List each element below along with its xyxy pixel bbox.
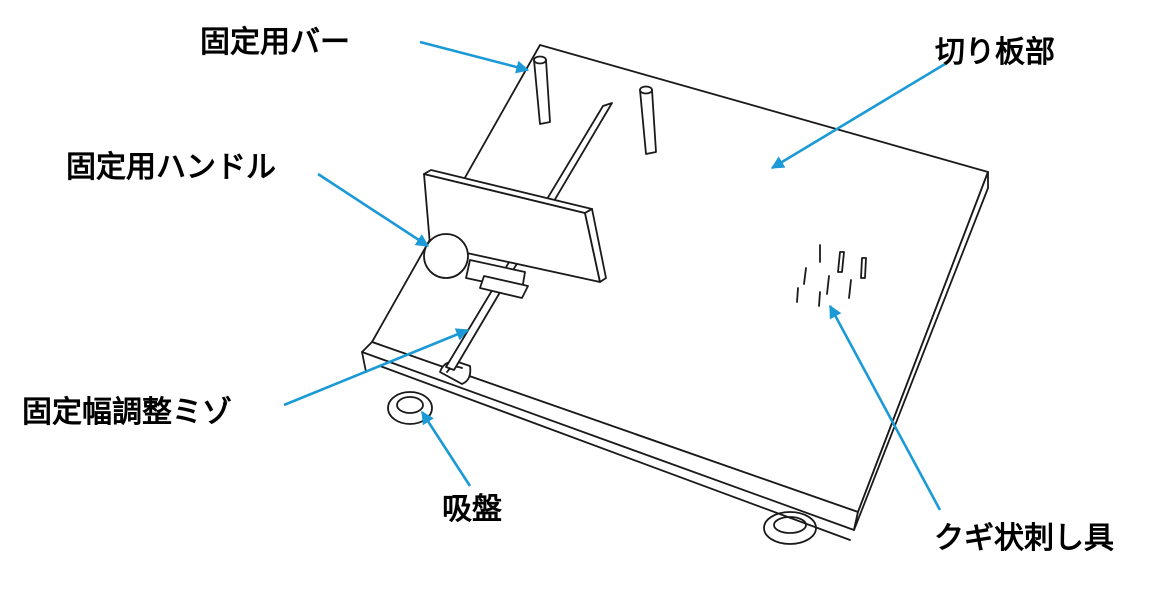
arrow-fixing-handle — [317, 172, 430, 248]
label-hook-spikes: クギ状刺し具 — [934, 521, 1114, 556]
arrow-cutting-board — [770, 62, 946, 170]
callout-arrows — [283, 40, 946, 511]
suction-cups — [387, 391, 817, 545]
arrow-width-groove — [283, 328, 470, 407]
hook-spikes — [796, 244, 867, 307]
arrow-suction-cup — [420, 410, 472, 487]
label-width-groove: 固定幅調整ミゾ — [22, 395, 232, 430]
label-fixing-bar: 固定用バー — [200, 25, 350, 60]
label-suction-cup: 吸盤 — [442, 492, 502, 527]
arrow-fixing-bar — [419, 40, 530, 74]
label-fixing-handle: 固定用ハンドル — [66, 150, 276, 185]
clamp-plate — [423, 169, 607, 299]
arrow-hook-spikes — [828, 304, 942, 511]
fixing-bars — [533, 55, 657, 155]
handle-knob — [423, 233, 469, 279]
label-cutting-board: 切り板部 — [935, 35, 1055, 70]
